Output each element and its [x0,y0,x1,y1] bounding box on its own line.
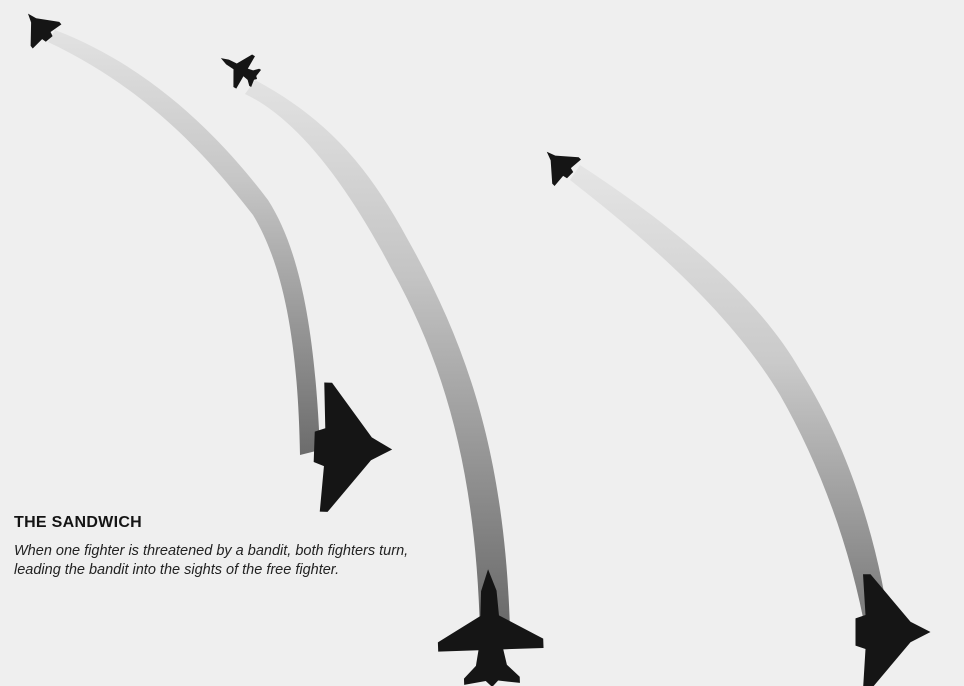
caption-block: THE SANDWICH When one fighter is threate… [14,514,414,580]
twin-tail-jet-icon [435,567,544,686]
delta-wing-jet-icon [856,574,931,686]
delta-wing-jet-icon [312,382,394,514]
trail-right [570,165,892,644]
diagram-title: THE SANDWICH [14,514,414,532]
diagram-description: When one fighter is threatened by a band… [14,542,414,580]
trail-left [48,30,320,455]
